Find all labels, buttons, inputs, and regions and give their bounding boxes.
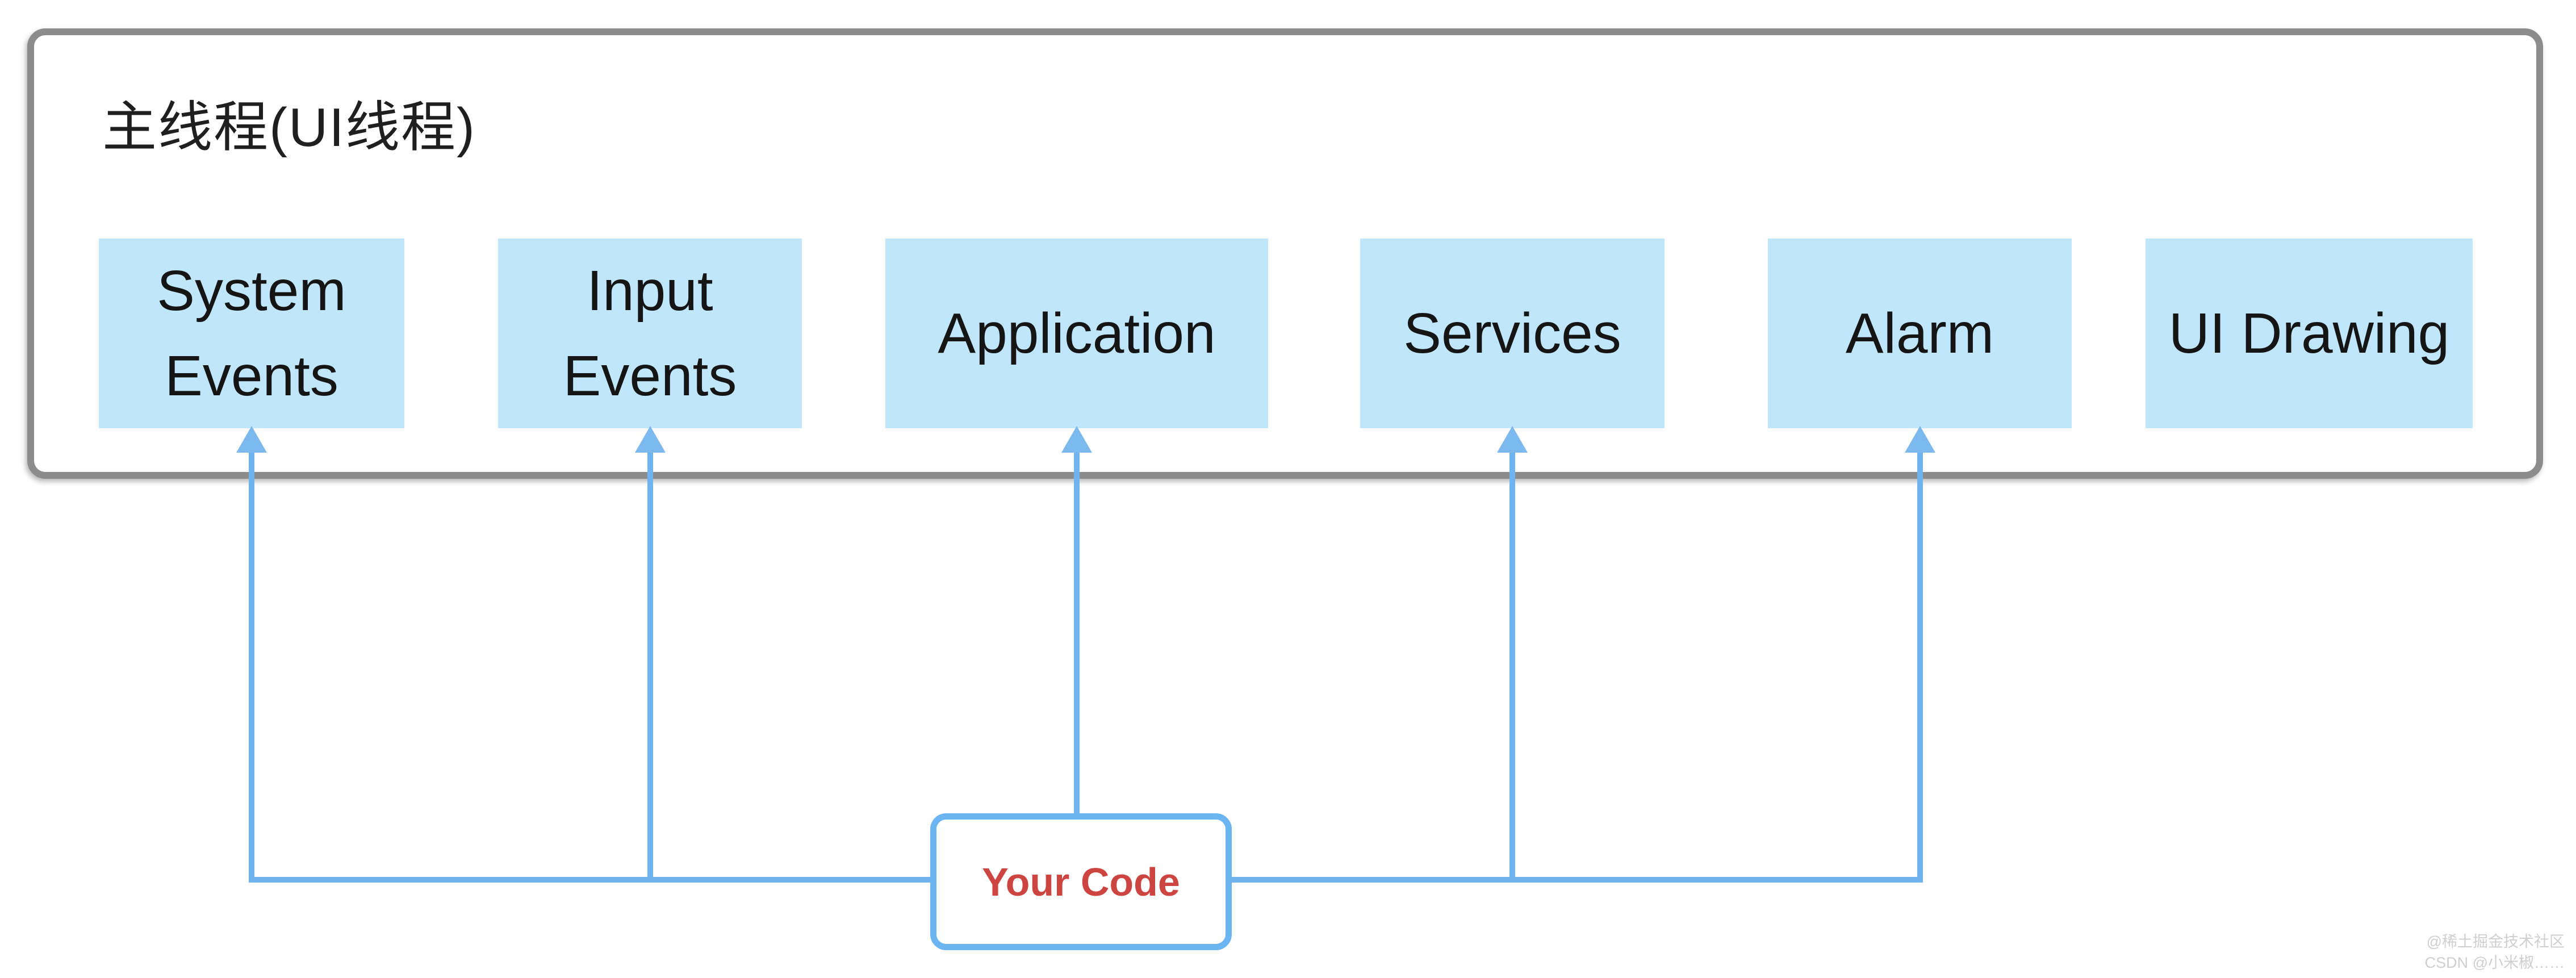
arrow-up-icon-system-events xyxy=(236,426,267,453)
box-application: Application xyxy=(885,239,1268,428)
box-ui-drawing: UI Drawing xyxy=(2146,239,2473,428)
your-code-box: Your Code xyxy=(930,813,1232,950)
main-thread-title: 主线程(UI线程) xyxy=(102,97,476,158)
arrow-up-icon-services xyxy=(1497,426,1528,453)
box-alarm: Alarm xyxy=(1768,239,2072,428)
connector-to-alarm xyxy=(1917,451,1923,883)
connector-to-input-events xyxy=(647,451,653,883)
box-system-events: System Events xyxy=(99,239,404,428)
connector-to-system-events xyxy=(249,451,254,883)
arrow-up-icon-alarm xyxy=(1905,426,1935,453)
watermark-line-2: CSDN @小米椒…… xyxy=(2424,954,2565,971)
watermark-line-1: @稀土掘金技术社区 xyxy=(2426,933,2565,950)
arrow-up-icon-input-events xyxy=(635,426,666,453)
your-code-label: Your Code xyxy=(982,859,1180,904)
box-services: Services xyxy=(1360,239,1665,428)
arrow-up-icon-application xyxy=(1061,426,1092,453)
connector-to-services xyxy=(1509,451,1515,883)
box-input-events: Input Events xyxy=(498,239,802,428)
connector-to-application xyxy=(1074,451,1080,816)
watermark: @稀土掘金技术社区 CSDN @小米椒…… xyxy=(2425,931,2565,973)
main-thread-container xyxy=(27,28,2543,479)
